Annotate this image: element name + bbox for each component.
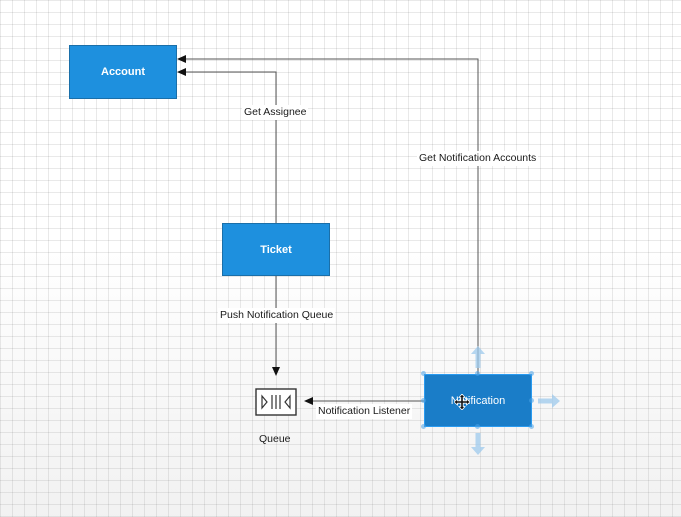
connect-arrow-down-icon[interactable] bbox=[471, 433, 485, 455]
selection-handle-top-right[interactable] bbox=[529, 371, 534, 376]
edge-notification-listener[interactable] bbox=[304, 397, 424, 405]
connector-ticket-to-account[interactable] bbox=[186, 71, 277, 223]
selection-handle-bottom[interactable] bbox=[475, 424, 480, 429]
arrowhead-account-lower bbox=[177, 68, 186, 76]
edge-push-notification-queue[interactable] bbox=[272, 276, 280, 376]
connect-arrow-right-icon[interactable] bbox=[538, 394, 560, 408]
account-node[interactable]: Account bbox=[69, 45, 177, 99]
selection-handle-bottom-left[interactable] bbox=[421, 424, 426, 429]
arrowhead-queue-right bbox=[304, 397, 313, 405]
ticket-node[interactable]: Ticket bbox=[222, 223, 330, 276]
selection-handle-top[interactable] bbox=[475, 371, 480, 376]
ticket-node-label: Ticket bbox=[260, 243, 292, 256]
selection-handle-bottom-right[interactable] bbox=[529, 424, 534, 429]
selection-handle-left[interactable] bbox=[421, 398, 426, 403]
queue-label: Queue bbox=[259, 433, 291, 445]
get-assignee-label[interactable]: Get Assignee bbox=[242, 105, 309, 120]
notification-node[interactable]: Notification bbox=[424, 374, 532, 427]
push-notification-queue-label[interactable]: Push Notification Queue bbox=[218, 308, 336, 323]
notification-listener-label[interactable]: Notification Listener bbox=[316, 404, 413, 419]
account-node-label: Account bbox=[101, 66, 145, 78]
edge-get-assignee[interactable] bbox=[177, 68, 277, 223]
arrowhead-account-upper bbox=[177, 55, 186, 63]
arrowhead-queue-top bbox=[272, 367, 280, 376]
get-notification-accounts-label[interactable]: Get Notification Accounts bbox=[417, 151, 539, 166]
edge-get-notification-accounts[interactable] bbox=[177, 55, 479, 374]
selection-handle-right[interactable] bbox=[529, 398, 534, 403]
move-cursor-icon bbox=[454, 394, 470, 410]
connector-notification-to-account[interactable] bbox=[186, 58, 479, 374]
queue-icon[interactable] bbox=[255, 388, 297, 416]
connect-arrow-up-icon[interactable] bbox=[471, 346, 485, 368]
selection-handle-top-left[interactable] bbox=[421, 371, 426, 376]
